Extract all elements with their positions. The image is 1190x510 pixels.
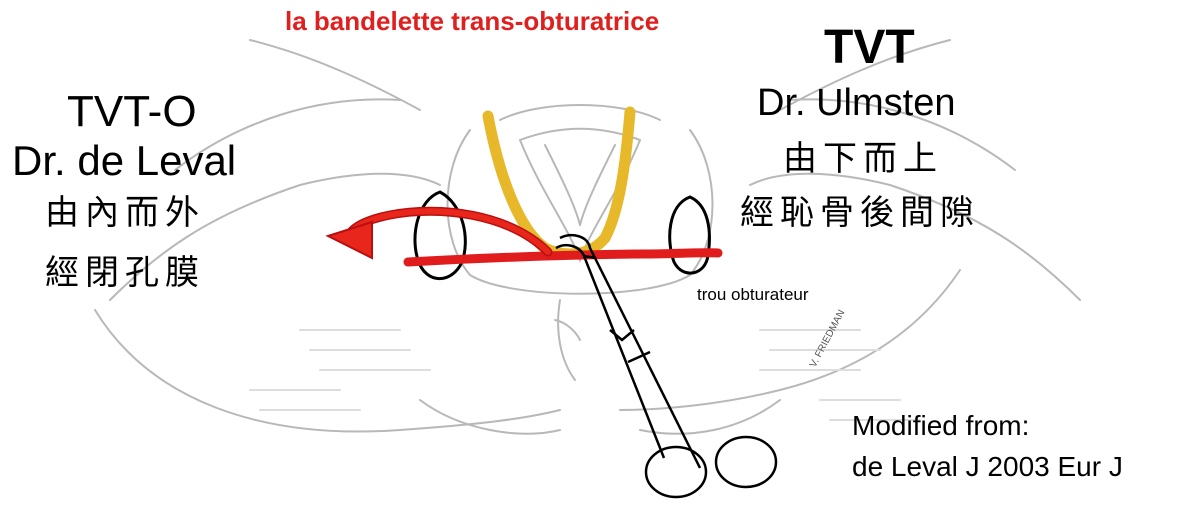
tvt-yellow-tape [488,112,630,254]
top-title: la bandelette trans-obturatrice [285,8,659,34]
tvt-surgeon: Dr. Ulmsten [757,84,955,122]
tvt-title: TVT [824,24,915,72]
tvto-route: 經閉孔膜 [45,256,205,290]
tvto-title: TVT-O [67,90,197,134]
tvto-surgeon: Dr. de Leval [12,140,236,182]
tvto-direction: 由內而外 [45,196,205,230]
tvt-direction: 由下而上 [783,142,943,176]
citation: Modified from: de Leval J 2003 Eur J [852,406,1123,487]
tvt-route: 經恥骨後間隙 [740,196,980,230]
illustrator-signature: V. FRIEDMAN [808,308,848,369]
foramen-label: trou obturateur [697,286,809,303]
tvto-red-tape [408,253,718,262]
right-obturator-foramen [670,197,710,273]
clamp-forceps [556,235,776,497]
